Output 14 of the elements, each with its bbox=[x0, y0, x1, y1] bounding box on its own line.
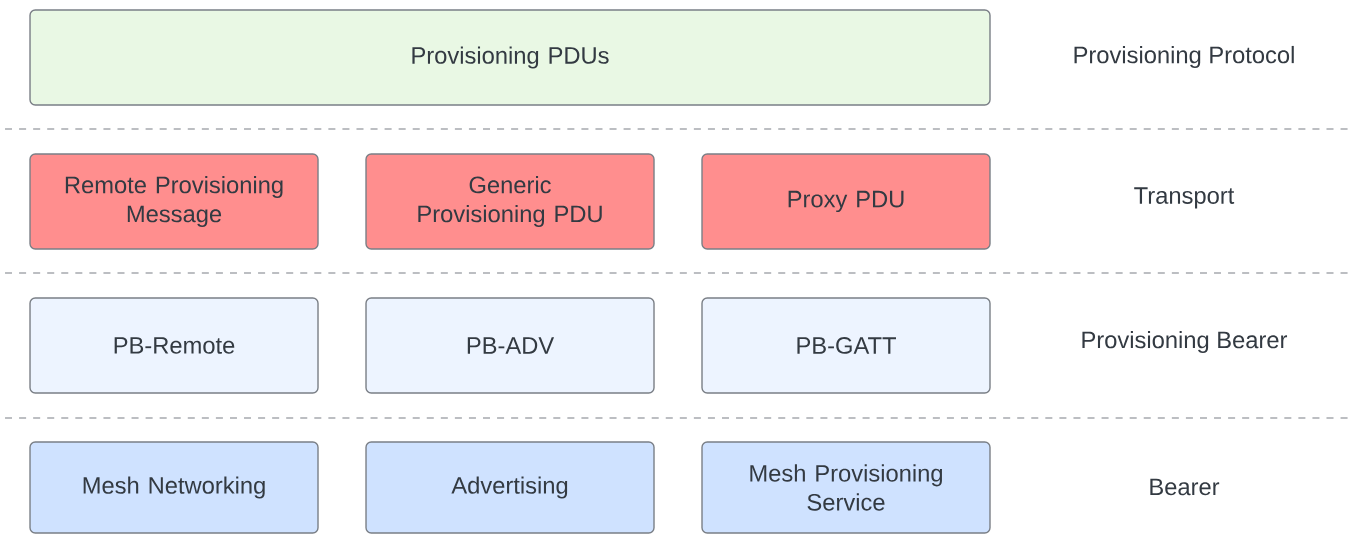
layer-box: Advertising bbox=[365, 441, 655, 534]
layer-box: PB-GATT bbox=[701, 297, 991, 394]
layer-box: PB-Remote bbox=[29, 297, 319, 394]
layer-box: Mesh Networking bbox=[29, 441, 319, 534]
layer-box: Generic Provisioning PDU bbox=[365, 153, 655, 250]
layer-box: Remote Provisioning Message bbox=[29, 153, 319, 250]
layer-label: Provisioning Bearer bbox=[1082, 330, 1288, 354]
layer-box: PB-ADV bbox=[365, 297, 655, 394]
layer-box: Proxy PDU bbox=[701, 153, 991, 250]
layer-label: Bearer bbox=[1150, 478, 1220, 496]
layer-box: Mesh Provisioning Service bbox=[701, 441, 991, 534]
layer-box: Provisioning PDUs bbox=[29, 9, 991, 106]
layer-label: Provisioning Protocol bbox=[1074, 45, 1294, 69]
layer-label: Transport bbox=[1134, 187, 1235, 209]
